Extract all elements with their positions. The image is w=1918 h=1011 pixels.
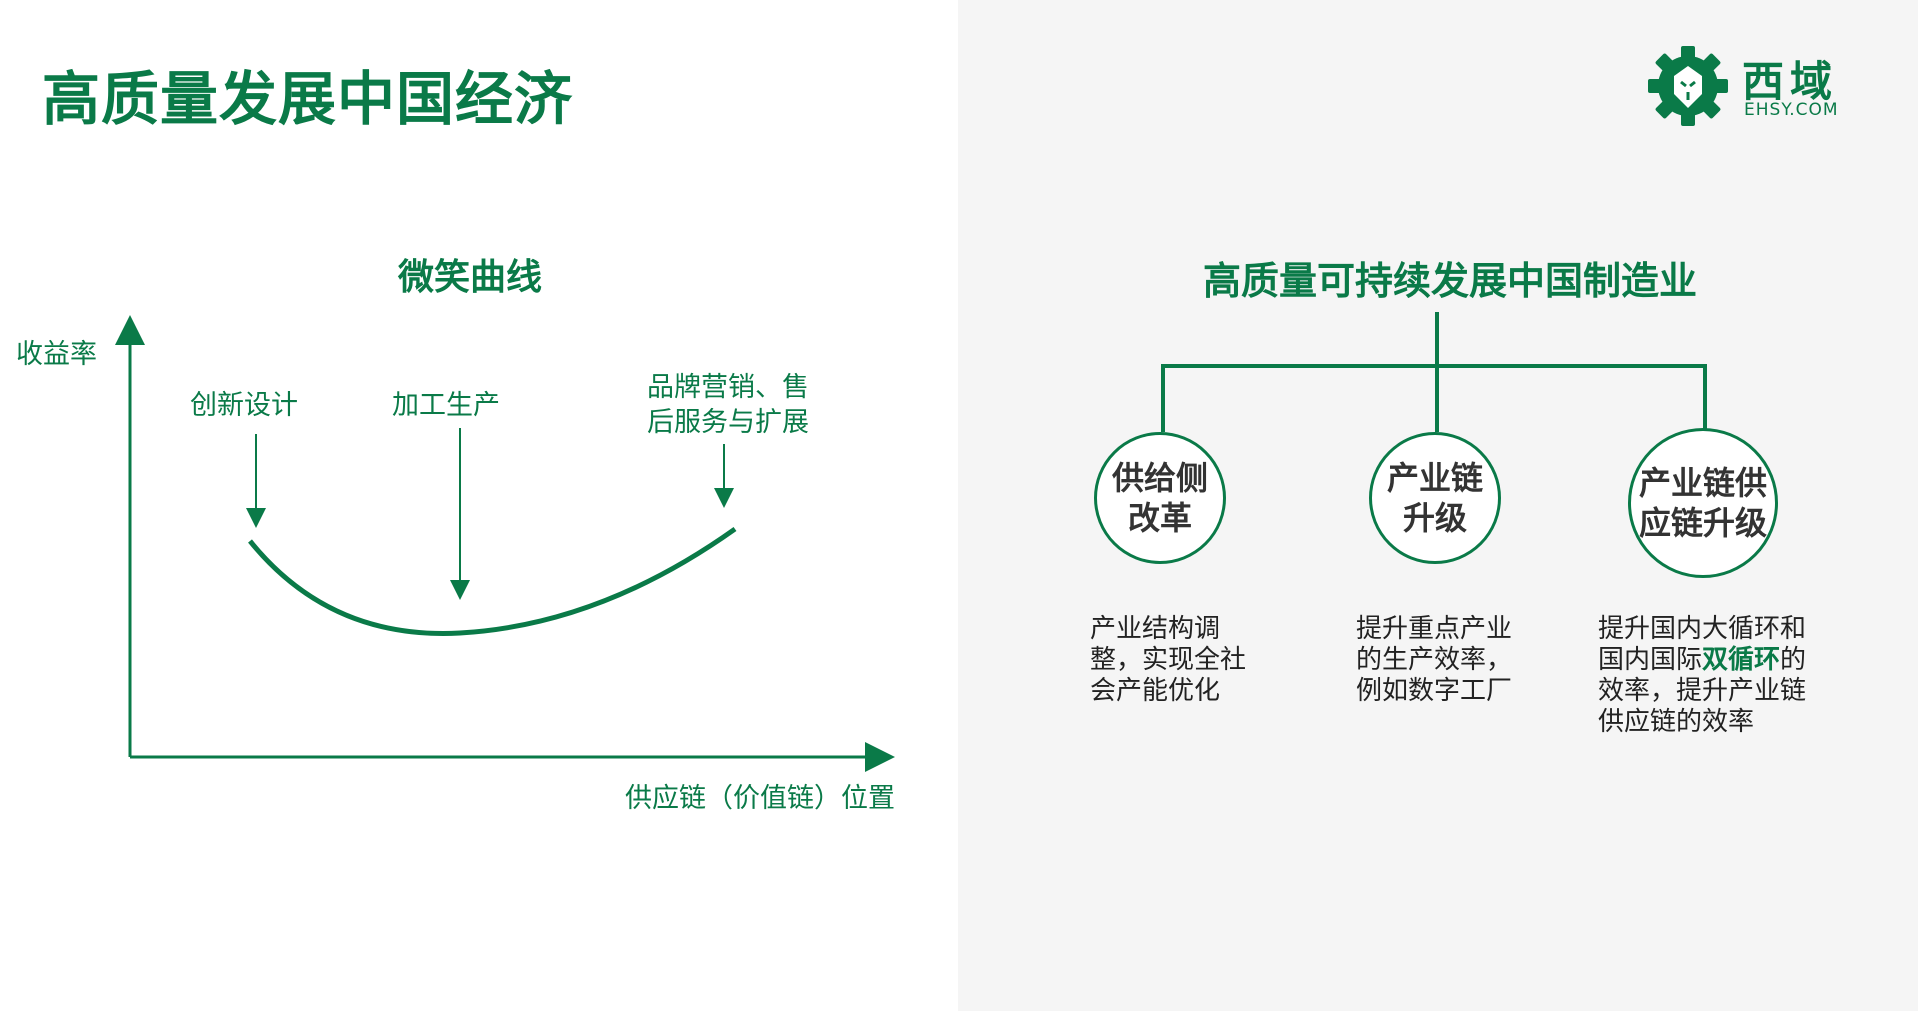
- smile-curve-title: 微笑曲线: [398, 257, 543, 298]
- stage-label-service-line2: 后服务与扩展: [647, 407, 809, 438]
- node-3-description: 提升国内大循环和国内国际双循环的效率，提升产业链供应链的效率: [1598, 614, 1828, 738]
- node-supply-chain-upgrade-label: 产业链供 应链升级: [1636, 463, 1770, 543]
- gear-lion-icon: [1648, 46, 1728, 126]
- node-2-description: 提升重点产业的生产效率，例如数字工厂: [1356, 614, 1513, 706]
- stage-label-production: 加工生产: [392, 390, 500, 421]
- node-2-line1: 产业链: [1386, 459, 1483, 497]
- stage-label-service-line1: 品牌营销、售: [647, 372, 809, 403]
- logo-name-en: EHSY.COM: [1744, 100, 1839, 120]
- node-3-line1: 产业链供: [1638, 464, 1767, 502]
- node-industry-chain-upgrade: 产业链 升级: [1369, 432, 1501, 564]
- node-1-line1: 供给侧: [1111, 459, 1208, 497]
- smile-curve-line: [248, 526, 737, 636]
- node-industry-chain-upgrade-label: 产业链 升级: [1380, 458, 1490, 538]
- tree-connectors: [1161, 312, 1707, 432]
- node-supply-side-reform: 供给侧 改革: [1094, 432, 1226, 564]
- x-axis-label: 供应链（价值链）位置: [625, 783, 895, 814]
- smile-curve-diagram: [115, 315, 895, 772]
- y-axis-label: 收益率: [16, 339, 97, 370]
- logo-name-cn: 西域: [1742, 57, 1839, 106]
- node-3-description-post: 的效率，提升产业链供应链的效率: [1598, 645, 1807, 737]
- node-3-line2: 应链升级: [1638, 504, 1767, 542]
- node-2-line2: 升级: [1402, 499, 1467, 537]
- node-3-description-highlight: 双循环: [1702, 645, 1781, 675]
- stage-label-service: 品牌营销、售 后服务与扩展: [647, 370, 837, 440]
- node-supply-chain-upgrade: 产业链供 应链升级: [1628, 428, 1778, 578]
- page-title: 高质量发展中国经济: [42, 65, 574, 133]
- node-supply-side-reform-label: 供给侧 改革: [1105, 458, 1215, 538]
- node-1-line2: 改革: [1127, 499, 1192, 537]
- node-3-description-pre: 提升国内大循环和国内国际: [1598, 614, 1807, 675]
- node-1-description: 产业结构调整，实现全社会产能优化: [1090, 614, 1247, 706]
- stage-label-design: 创新设计: [190, 390, 298, 421]
- tree-title: 高质量可持续发展中国制造业: [1203, 259, 1698, 303]
